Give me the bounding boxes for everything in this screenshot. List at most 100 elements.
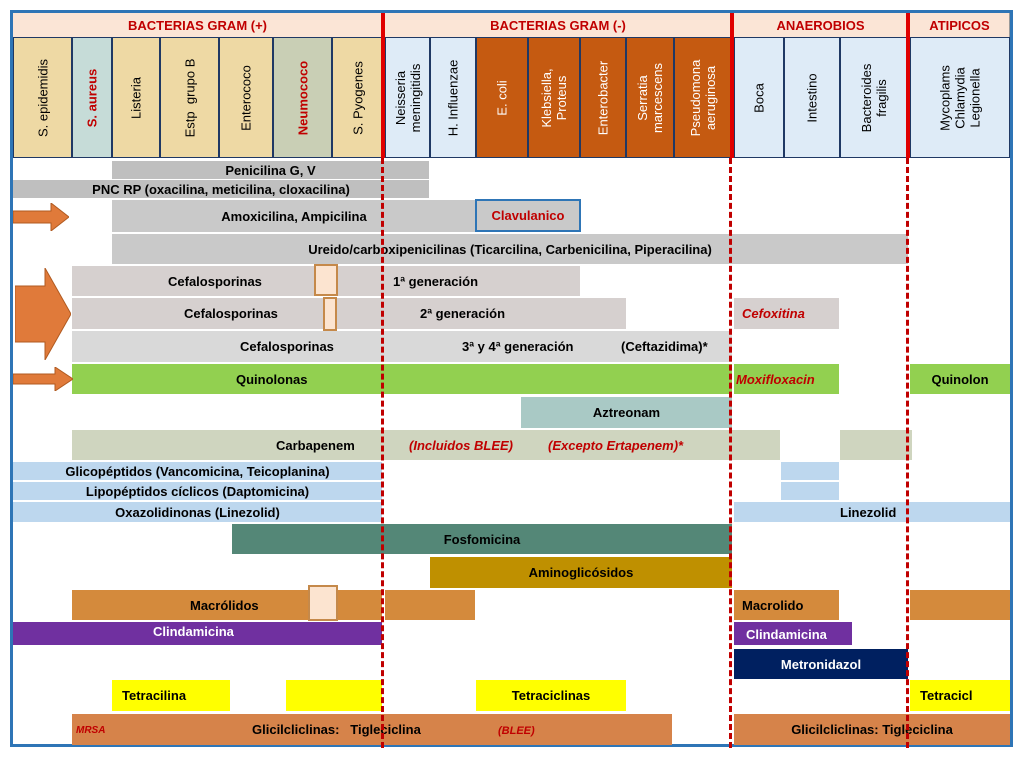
arrow-right-icon bbox=[13, 203, 69, 231]
label-2a-generacion: 2ª generación bbox=[420, 306, 506, 321]
bar-carbapenem-anaerobios bbox=[840, 430, 912, 460]
bar-cefoxitina: Cefoxitina bbox=[734, 298, 839, 329]
column-enterococo: Enterococo bbox=[219, 37, 273, 158]
bar-cefalosporinas-2 bbox=[72, 298, 626, 329]
column-klebsiella: Klebsiella, Proteus bbox=[528, 37, 580, 158]
column-bacteroides: Bacteroides fragilis bbox=[840, 37, 908, 158]
column-s-pyogenes: S. Pyogenes bbox=[332, 37, 383, 158]
bar-lipopeptidos-intestino bbox=[781, 482, 839, 500]
bar-tetracicl: Tetracicl bbox=[910, 680, 1010, 711]
column-neumococo: Neumococo bbox=[273, 37, 332, 158]
column-label: Boca bbox=[751, 82, 767, 113]
label-glicilciclinas-1: Glicilcliclinas: Tigleciclina bbox=[252, 722, 421, 737]
column-label: Neumococo bbox=[295, 60, 310, 135]
label-carbapenem: Carbapenem bbox=[276, 438, 355, 453]
bar-tetraciclinas-grupo bbox=[286, 680, 382, 711]
label-quinolonas: Quinolonas bbox=[236, 372, 308, 387]
column-listeria: Listeria bbox=[112, 37, 160, 158]
header-divider bbox=[906, 13, 910, 158]
bar-penicilina: Penicilina G, V bbox=[112, 161, 429, 179]
bar-clavulanico: Clavulanico bbox=[475, 199, 581, 232]
column-label: Bacteroides fragilis bbox=[859, 63, 889, 132]
table-frame bbox=[10, 10, 1013, 747]
bar-macrolido: Macrolido bbox=[734, 590, 839, 620]
column-boca: Boca bbox=[734, 37, 784, 158]
divider-gram-pos-neg bbox=[381, 158, 384, 748]
column-label: Listeria bbox=[128, 76, 144, 119]
label-cefalosporinas-1: Cefalosporinas bbox=[168, 274, 262, 289]
column-label: Serratia marcescens bbox=[635, 62, 665, 133]
column-label: Neisseria meningitidis bbox=[392, 63, 423, 132]
column-label: H. Influenzae bbox=[445, 59, 461, 136]
gap-marker bbox=[308, 585, 338, 621]
bar-oxazolidinonas: Oxazolidinonas (Linezolid) bbox=[13, 502, 382, 522]
label-cefalosporinas-3: Cefalosporinas bbox=[240, 339, 334, 354]
bar-metronidazol: Metronidazol bbox=[734, 649, 908, 679]
bar-tetraciclinas: Tetraciclinas bbox=[476, 680, 626, 711]
header-gram-positive: BACTERIAS GRAM (+) bbox=[13, 13, 383, 37]
arrow-right-icon bbox=[15, 268, 71, 360]
column-e-coli: E. coli bbox=[476, 37, 528, 158]
column-label: S. Pyogenes bbox=[350, 60, 365, 135]
column-enterobacter: Enterobacter bbox=[580, 37, 626, 158]
header-atipicos: ATIPICOS bbox=[910, 13, 1010, 37]
bar-ureido: Ureido/carboxipenicilinas (Ticarcilina, … bbox=[112, 234, 908, 264]
bar-clindamicina-anaerobios: Clindamicina bbox=[734, 622, 852, 645]
column-label: S. aureus bbox=[84, 68, 100, 127]
bar-glicopeptidos: Glicopéptidos (Vancomicina, Teicoplanina… bbox=[13, 462, 382, 480]
column-atipicos: Mycoplams Chlamydia Legionella bbox=[910, 37, 1010, 158]
bar-linezolid: Linezolid bbox=[734, 502, 1010, 522]
label-ceftazidima: (Ceftazidima)* bbox=[621, 339, 708, 354]
header-gram-negative: BACTERIAS GRAM (-) bbox=[385, 13, 732, 37]
label-macrolidos: Macrólidos bbox=[190, 598, 259, 613]
bar-carbapenem bbox=[72, 430, 780, 460]
header-divider bbox=[730, 13, 734, 158]
column-label: Intestino bbox=[804, 72, 820, 123]
column-label: Enterococo bbox=[238, 64, 254, 131]
bar-moxifloxacin: Moxifloxacin bbox=[734, 364, 839, 394]
column-intestino: Intestino bbox=[784, 37, 840, 158]
column-label: E. coli bbox=[494, 79, 510, 116]
bar-clindamicina: Clindamicina bbox=[13, 622, 382, 645]
column-serratia: Serratia marcescens bbox=[626, 37, 674, 158]
divider-anaerobios-atipicos bbox=[906, 158, 909, 748]
gap-marker bbox=[323, 297, 337, 331]
column-label: Pseudomona aeruginosa bbox=[688, 59, 718, 136]
column-s-epidemidis: S. epidemidis bbox=[13, 37, 72, 158]
bar-quinolon: Quinolon bbox=[910, 364, 1010, 394]
column-label: Mycoplams Chlamydia Legionella bbox=[937, 64, 983, 131]
arrow-right-icon bbox=[13, 367, 73, 391]
column-label: S. epidemidis bbox=[35, 58, 50, 137]
header-anaerobios: ANAEROBIOS bbox=[734, 13, 908, 37]
column-label: Klebsiella, Proteus bbox=[539, 67, 569, 128]
bar-macrolido-atipicos bbox=[910, 590, 1010, 620]
column-s-aureus: S. aureus bbox=[72, 37, 112, 158]
column-label: Enterobacter bbox=[595, 60, 611, 135]
divider-gram-neg-anaerobios bbox=[729, 158, 732, 748]
column-neisseria: Neisseria meningitidis bbox=[385, 37, 430, 158]
bar-glicilciclinas-anaerobios: Glicilcliclinas: Tigleciclina bbox=[734, 714, 1010, 745]
bar-aztreonam: Aztreonam bbox=[521, 397, 732, 428]
bar-amoxicilina: Amoxicilina, Ampicilina bbox=[112, 200, 476, 232]
bar-quinolonas bbox=[72, 364, 732, 394]
bar-tetracilina: Tetracilina bbox=[112, 680, 230, 711]
bar-lipopeptidos: Lipopéptidos cíclicos (Daptomicina) bbox=[13, 482, 382, 500]
label-blee: (BLEE) bbox=[498, 725, 535, 737]
bar-cefalosporinas-3 bbox=[72, 331, 732, 362]
column-estp-grupo-b: Estp grupo B bbox=[160, 37, 219, 158]
column-label: Estp grupo B bbox=[182, 58, 197, 137]
header-divider bbox=[381, 13, 385, 158]
bar-glicilciclinas bbox=[72, 714, 672, 745]
label-incluidos-blee: (Incluidos BLEE) bbox=[409, 438, 513, 453]
bar-aminoglicosidos: Aminoglicósidos bbox=[430, 557, 732, 588]
label-3a-4a-generacion: 3ª y 4ª generación bbox=[462, 339, 574, 354]
bar-fosfomicina: Fosfomicina bbox=[232, 524, 732, 554]
bar-pnc-rp: PNC RP (oxacilina, meticilina, cloxacili… bbox=[13, 180, 429, 198]
label-mrsa: MRSA bbox=[76, 725, 106, 736]
column-pseudomona: Pseudomona aeruginosa bbox=[674, 37, 732, 158]
bar-glicopeptidos-intestino bbox=[781, 462, 839, 480]
column-h-influenzae: H. Influenzae bbox=[430, 37, 476, 158]
label-1a-generacion: 1ª generación bbox=[393, 274, 479, 289]
bar-macrolidos-gram-neg bbox=[385, 590, 475, 620]
label-excepto-ertapenem: (Excepto Ertapenem)* bbox=[548, 438, 684, 453]
